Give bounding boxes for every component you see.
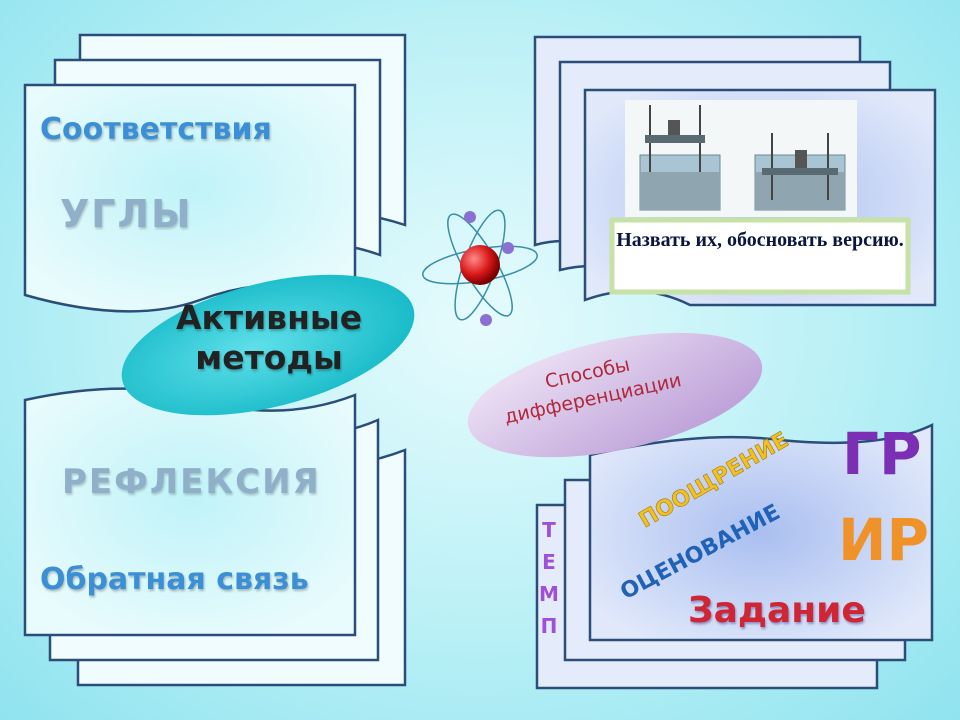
active-methods-ellipse: [121, 274, 415, 416]
active-methods-line2: методы: [195, 338, 343, 377]
active-methods-line1: Активные: [176, 298, 363, 337]
caption-box: [609, 217, 911, 295]
matching-label: Соответствия: [40, 112, 272, 147]
task-label: Задание: [688, 590, 866, 631]
experiment-image: [625, 100, 857, 217]
temp-letter: Т: [542, 518, 556, 542]
doc-page-front: [588, 423, 934, 642]
differentiation-ellipse: [467, 332, 763, 458]
individual-work-label: ИР: [838, 506, 930, 574]
temp-letter: М: [539, 582, 559, 606]
atom-icon: [422, 209, 538, 326]
doc-page-front: [23, 387, 357, 637]
feedback-label: Обратная связь: [40, 562, 309, 597]
temp-vertical-label: Т Е М П: [539, 514, 559, 642]
reflection-label: РЕФЛЕКСИЯ: [62, 462, 321, 502]
temp-letter: П: [540, 614, 558, 638]
group-work-label: ГР: [842, 420, 922, 488]
angles-label: УГЛЫ: [60, 192, 193, 236]
temp-letter: Е: [542, 550, 556, 574]
experiment-caption: Назвать их, обосновать версию.: [616, 229, 904, 251]
